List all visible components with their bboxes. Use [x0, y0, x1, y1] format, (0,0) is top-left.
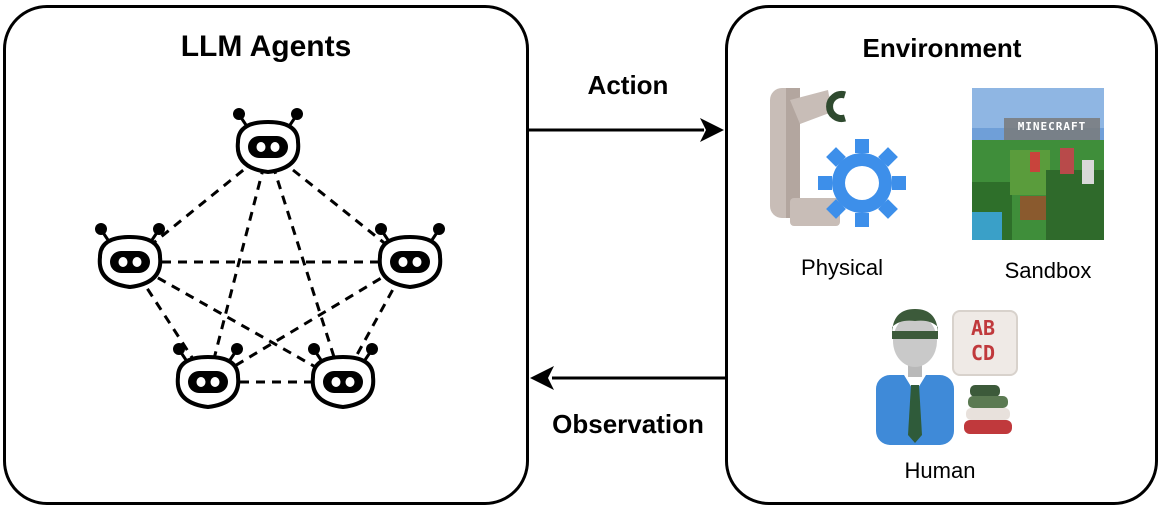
- agent-robot-icon: [93, 221, 167, 289]
- human-person-icon: [870, 305, 960, 445]
- sandbox-label: Sandbox: [1004, 258, 1092, 283]
- observation-arrow: [530, 366, 725, 390]
- physical-label: Physical: [801, 255, 883, 280]
- minecraft-logo-text: MINECRAFT: [1017, 120, 1087, 133]
- agent-robot-icon: [306, 341, 380, 409]
- alphabet-chart-letters: AB CD: [970, 316, 996, 365]
- alphabet-chart-icon: [952, 310, 1018, 376]
- agent-robot-icon: [231, 106, 305, 174]
- action-arrow: [529, 118, 724, 142]
- agent-robot-icon: [171, 341, 245, 409]
- action-label: Action: [587, 70, 669, 100]
- observation-label: Observation: [552, 409, 704, 439]
- robot-arm-gear-icon: [770, 88, 906, 227]
- minecraft-scene-image: [972, 88, 1104, 240]
- books-icon: [964, 385, 1014, 441]
- agent-robot-icon: [373, 221, 447, 289]
- llm-agents-title: LLM Agents: [180, 30, 352, 63]
- human-label: Human: [904, 458, 976, 483]
- environment-title: Environment: [862, 33, 1022, 63]
